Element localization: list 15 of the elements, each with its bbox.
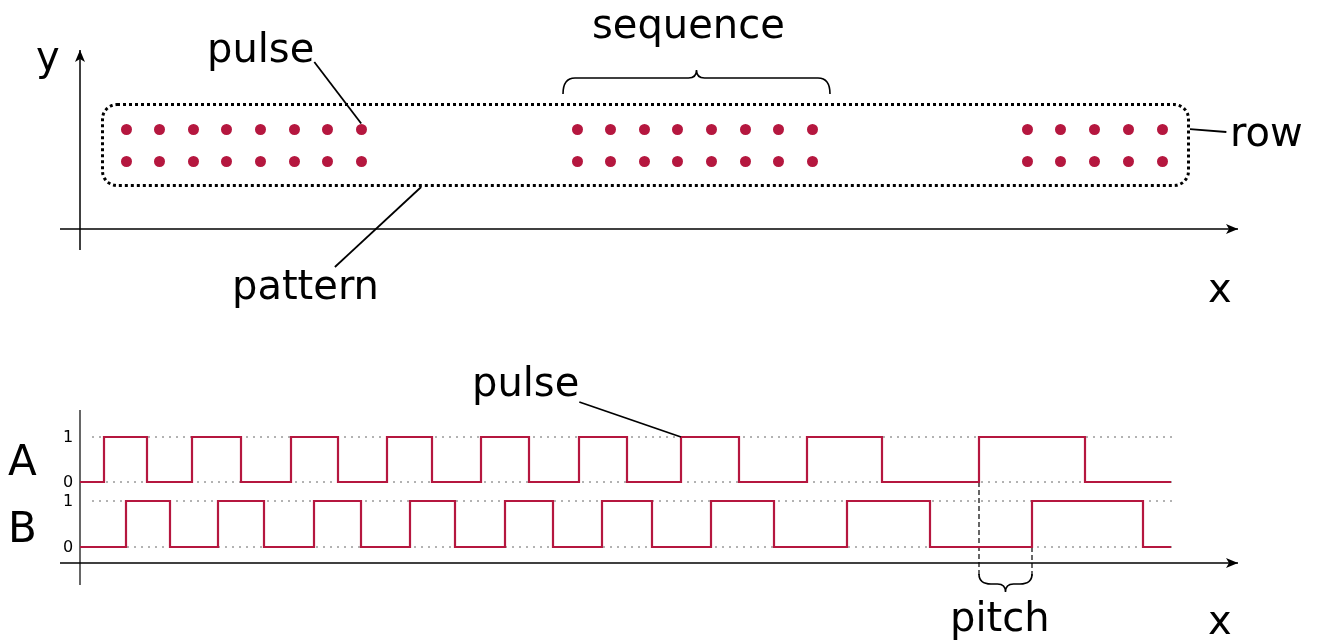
leader-line bbox=[334, 186, 423, 268]
signal-label: B bbox=[8, 507, 37, 549]
annotation-label: row bbox=[1230, 112, 1303, 152]
signal-label: A bbox=[8, 440, 37, 482]
axis-label: x bbox=[1208, 268, 1232, 308]
tick-label: 0 bbox=[63, 474, 74, 490]
tick-label: 1 bbox=[63, 429, 74, 445]
pattern-outline bbox=[101, 103, 1190, 187]
axis-label: x bbox=[1208, 600, 1232, 640]
leader-line bbox=[578, 401, 682, 438]
leader-line bbox=[1189, 128, 1228, 133]
tick-label: 0 bbox=[63, 539, 74, 555]
tick-label: 1 bbox=[63, 493, 74, 509]
leader-line bbox=[313, 61, 363, 125]
pulse-dot bbox=[355, 123, 367, 135]
